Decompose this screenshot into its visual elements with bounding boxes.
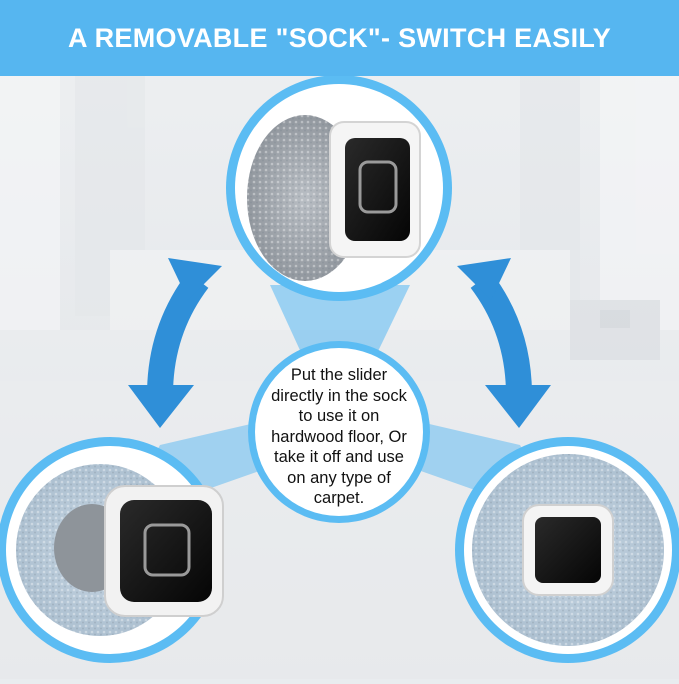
slider-and-sock-image xyxy=(0,437,224,663)
header-banner: A REMOVABLE "SOCK"- SWITCH EASILY xyxy=(0,0,679,76)
description-text: Put the slider directly in the sock to u… xyxy=(271,366,407,507)
slider-in-sock-image xyxy=(455,437,679,663)
curved-double-arrow-icon xyxy=(457,258,551,428)
sock-on-slider-image xyxy=(226,75,452,301)
description-circle xyxy=(248,341,430,523)
banner-title: A REMOVABLE "SOCK"- SWITCH EASILY xyxy=(67,22,612,53)
curved-double-arrow-icon xyxy=(128,258,222,428)
